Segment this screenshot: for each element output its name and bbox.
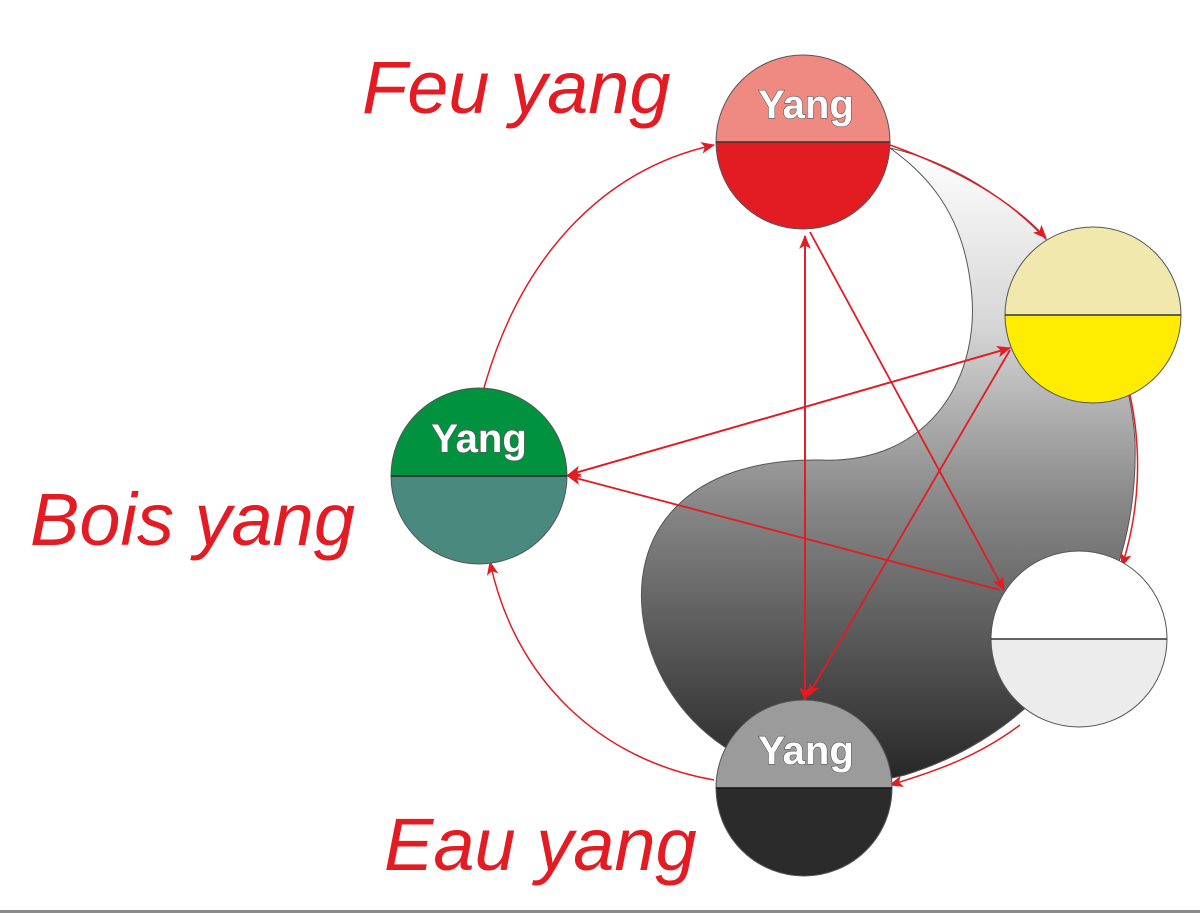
water-node-bottom [715, 787, 893, 877]
metal-node-top [990, 550, 1168, 640]
water-node-top [715, 699, 893, 789]
line-earth-to-water [807, 349, 1011, 698]
fire-yang-label: Yang [758, 83, 854, 127]
metal-node-bottom [990, 638, 1168, 728]
arc-fire-to-earth [889, 144, 1047, 239]
line-wood-to-earth [567, 345, 1012, 476]
bottom-rule [0, 910, 1200, 913]
arc-water-to-wood [486, 560, 715, 781]
water-node: Yang [715, 699, 893, 877]
metal-node [990, 550, 1168, 728]
generating-cycle [483, 142, 1139, 787]
water-yang-title: Eau yang [384, 803, 697, 886]
fire-yang-title: Feu yang [362, 46, 671, 129]
line-metal-to-wood [566, 473, 1001, 591]
arc-earth-to-metal [1120, 394, 1139, 568]
fire-node-bottom [715, 141, 891, 230]
earth-node [1004, 226, 1182, 404]
earth-node-bottom [1004, 314, 1182, 404]
wood-yang-label: Yang [431, 417, 527, 461]
water-yang-label: Yang [758, 729, 854, 773]
fire-node-top [715, 54, 891, 143]
wood-yang-title: Bois yang [30, 478, 355, 561]
controlling-star [566, 231, 1012, 702]
fire-node: Yang [715, 54, 891, 230]
wood-node-bottom [390, 475, 568, 565]
wood-node-top [390, 387, 568, 477]
arc-wood-to-fire [483, 142, 716, 389]
arc-metal-to-water [888, 724, 1021, 787]
wood-node: Yang [390, 387, 568, 565]
earth-node-top [1004, 226, 1182, 316]
line-fire-to-metal [809, 231, 1005, 592]
